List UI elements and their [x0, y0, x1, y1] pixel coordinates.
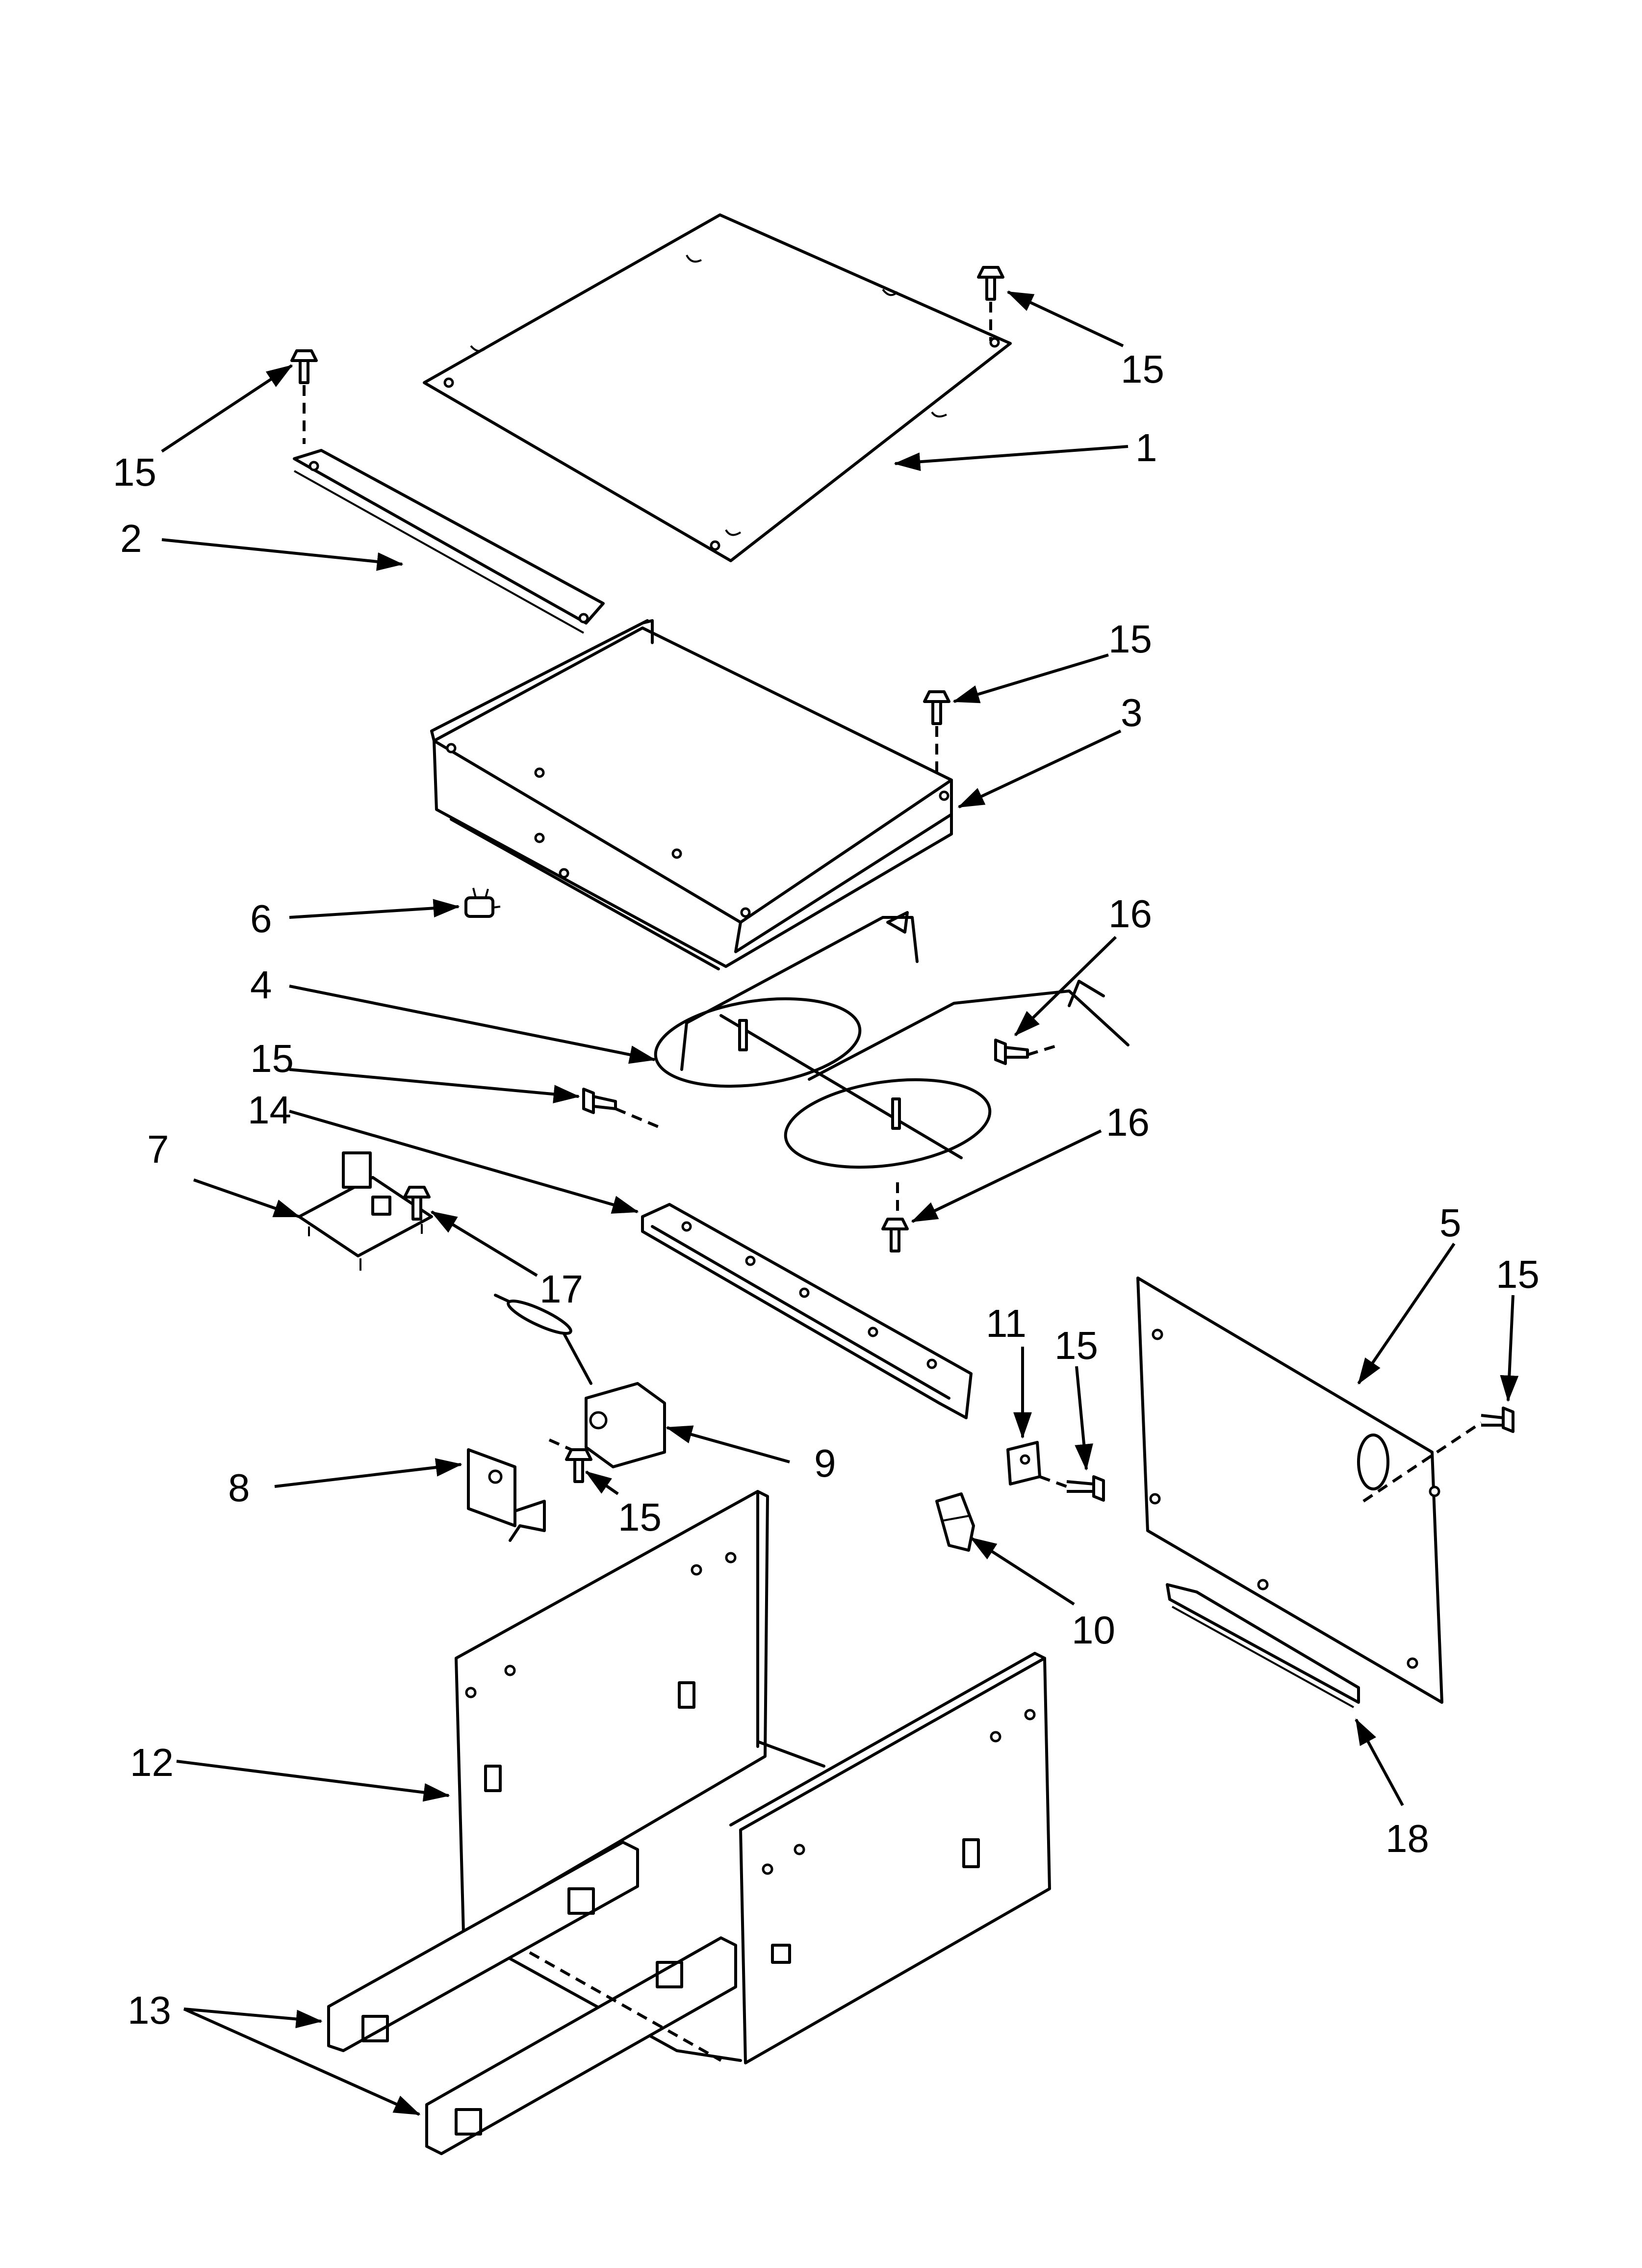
leader-6	[289, 899, 460, 919]
callout-15-a: 15	[1121, 347, 1164, 391]
part-1-top-cover	[423, 213, 1012, 562]
leader-13b	[183, 2007, 421, 2116]
callout-15-d: 15	[250, 1037, 294, 1080]
callout-15-f: 15	[1496, 1252, 1539, 1296]
alignment-lines	[303, 302, 1482, 1503]
part-18-hinge-bracket	[1166, 1583, 1360, 1708]
leader-18	[1355, 1718, 1404, 1806]
leader-15g	[585, 1470, 619, 1495]
callout-6: 6	[250, 897, 272, 940]
leader-14	[289, 1110, 639, 1214]
callout-12: 12	[130, 1741, 174, 1784]
callout-15-g: 15	[618, 1495, 662, 1539]
callout-16-b: 16	[1106, 1100, 1150, 1144]
leader-7	[193, 1178, 301, 1218]
callout-15-c: 15	[1108, 617, 1152, 661]
callout-18: 18	[1385, 1817, 1429, 1860]
screws	[290, 266, 1514, 1502]
callout-numbers: 1 2 3 4 5 6 7 8 9 10 11 12 13 14 15 15 1…	[113, 347, 1539, 2032]
part-9-thermostat	[494, 1294, 666, 1468]
screw-17-board	[403, 1186, 431, 1221]
callout-7: 7	[147, 1127, 169, 1171]
leader-15a	[1006, 290, 1124, 347]
part-11-ground-clip	[1006, 1441, 1041, 1486]
callout-16-a: 16	[1108, 892, 1152, 936]
leader-1	[894, 445, 1129, 471]
callout-9: 9	[814, 1441, 836, 1485]
leader-15e	[1075, 1366, 1093, 1471]
leader-9	[666, 1425, 790, 1463]
screw-15-right-top-pan	[923, 690, 950, 725]
leader-12	[176, 1760, 450, 1802]
leader-15f	[1500, 1295, 1519, 1402]
part-14-element-bracket	[641, 1203, 973, 1419]
callout-2: 2	[120, 517, 142, 560]
screw-15-top-left	[290, 349, 318, 384]
callout-15-b: 15	[113, 450, 156, 494]
callout-3: 3	[1121, 691, 1143, 734]
leader-4	[289, 985, 656, 1064]
screw-16-lower	[881, 1218, 909, 1252]
part-12-drawer-box	[455, 1490, 1051, 2064]
part-4-heating-element	[654, 911, 1129, 1169]
callout-17: 17	[539, 1267, 583, 1311]
leader-2	[161, 538, 404, 571]
callout-10: 10	[1072, 1608, 1115, 1652]
leader-15d	[289, 1068, 580, 1104]
part-2-mounting-strip	[293, 449, 605, 634]
leader-lines	[161, 290, 1519, 2116]
leader-5	[1357, 1243, 1456, 1385]
leader-3	[957, 730, 1122, 808]
screw-15-middle	[582, 1088, 617, 1114]
callout-15-e: 15	[1054, 1324, 1098, 1367]
leader-8	[274, 1458, 462, 1488]
part-8-thermostat-bracket	[467, 1448, 546, 1542]
callout-14: 14	[248, 1088, 291, 1132]
screw-15-rear-panel	[1481, 1407, 1514, 1433]
callout-4: 4	[250, 963, 272, 1007]
screw-15-top-right	[977, 266, 1004, 301]
leader-13a	[183, 2007, 323, 2029]
part-10-wire-clip	[935, 1492, 975, 1552]
leader-16a	[1014, 936, 1117, 1037]
part-7-control-board	[298, 1151, 433, 1271]
screw-16-upper	[994, 1039, 1029, 1065]
part-5-rear-panel	[1136, 1277, 1443, 1704]
callout-8: 8	[228, 1466, 250, 1510]
leader-15b	[161, 364, 293, 453]
callout-13: 13	[128, 1988, 171, 2032]
leader-16b	[911, 1129, 1102, 1223]
part-13-slide-rails	[327, 1841, 737, 2155]
screw-15-thermostat	[565, 1448, 592, 1483]
callout-1: 1	[1135, 426, 1157, 469]
leader-15c	[952, 653, 1109, 704]
screw-15-clip	[1066, 1475, 1105, 1502]
part-6-thermal-fuse	[464, 887, 501, 918]
leader-17	[430, 1210, 538, 1277]
part-3-top-pan	[430, 619, 953, 970]
leader-10	[970, 1537, 1075, 1606]
callout-5: 5	[1439, 1201, 1462, 1245]
callout-11: 11	[986, 1302, 1026, 1345]
